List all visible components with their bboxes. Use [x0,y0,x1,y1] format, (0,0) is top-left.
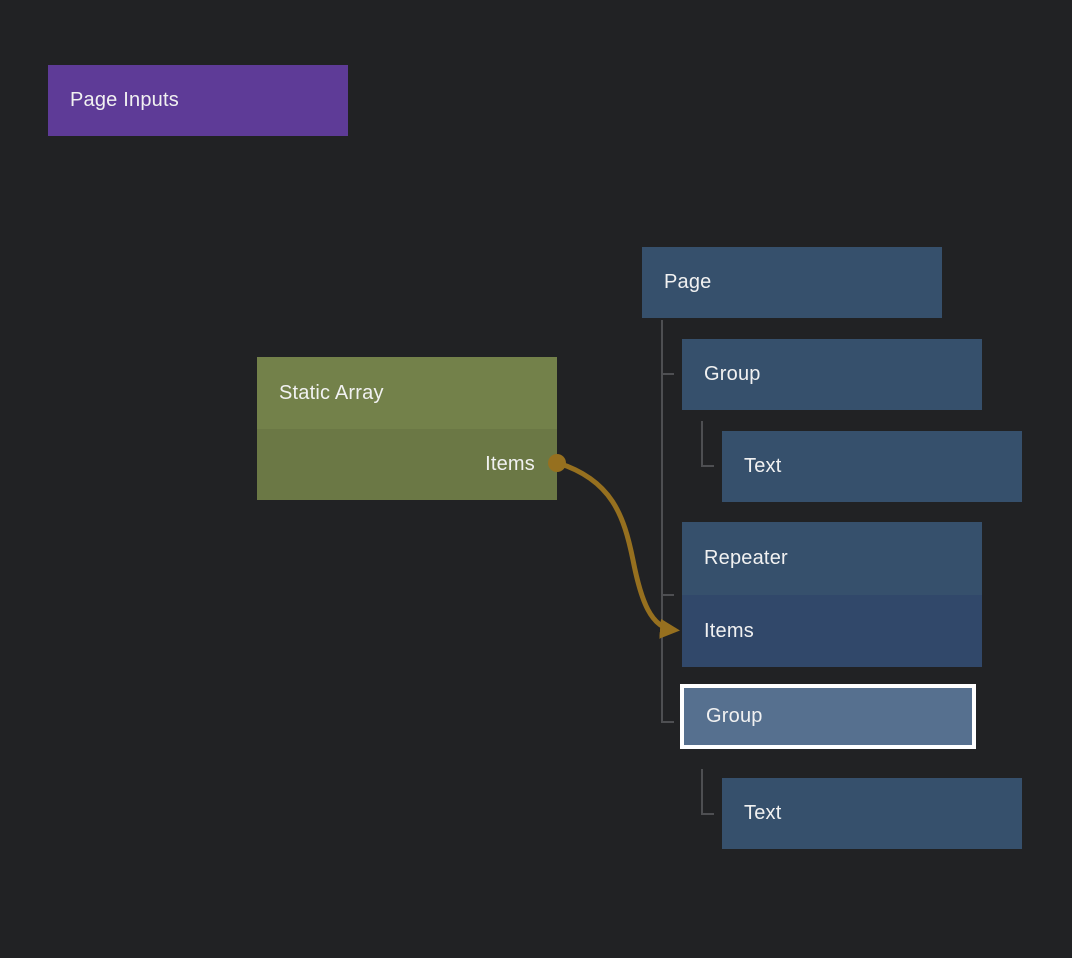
node-static-array-title: Static Array [279,381,384,404]
tree-line-group-selected-child [701,769,714,815]
node-page-label: Page [664,271,712,293]
node-static-array[interactable]: Static Array Items [257,357,557,500]
node-repeater-header[interactable]: Repeater [682,522,982,595]
node-repeater-title: Repeater [704,547,788,569]
node-text-bottom-label: Text [744,802,782,824]
node-repeater[interactable]: Repeater Items [682,522,982,667]
node-text-top[interactable]: Text [722,431,1022,502]
node-text-top-label: Text [744,455,782,477]
node-text-bottom[interactable]: Text [722,778,1022,849]
node-page[interactable]: Page [642,247,942,318]
tree-line-group-top-child [701,421,714,467]
node-static-array-items-label: Items [485,453,535,475]
node-group-top[interactable]: Group [682,339,982,410]
node-page-inputs-label: Page Inputs [70,89,179,111]
node-group-selected-label: Group [706,705,763,727]
node-page-inputs[interactable]: Page Inputs [48,65,348,136]
node-static-array-header[interactable]: Static Array [257,357,557,429]
node-group-top-label: Group [704,363,761,385]
node-group-selected[interactable]: Group [680,684,976,749]
node-repeater-items-row[interactable]: Items [682,595,982,667]
node-repeater-items-label: Items [704,619,754,642]
node-static-array-items-row[interactable]: Items [257,429,557,500]
connection-wire[interactable] [555,460,680,639]
tree-line-page-children [661,320,674,723]
